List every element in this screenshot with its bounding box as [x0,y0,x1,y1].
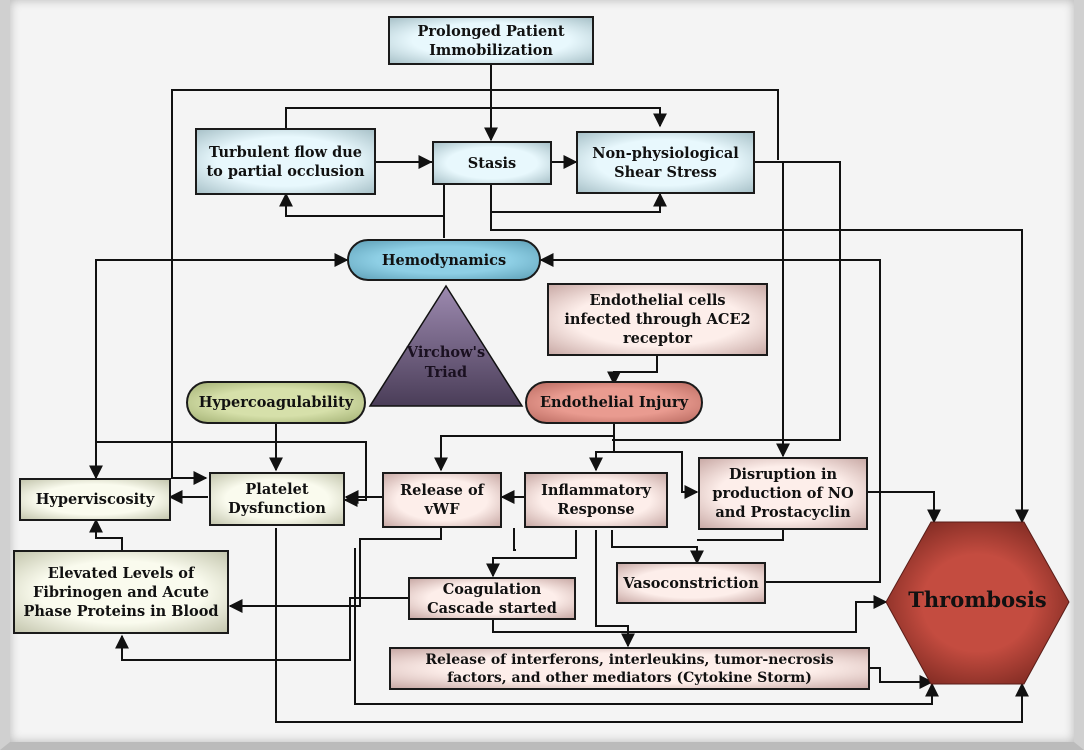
wire-no-vaso [697,530,784,541]
node-hemodynamics: Hemodynamics [347,239,541,281]
wire-coag-fib [115,597,408,661]
wire-inflam-fib [513,528,516,551]
wire-vwf-throm [354,548,939,705]
node-cytokine-storm: Release of interferons, interleukins, tu… [389,647,870,690]
wire-endo-no [614,451,699,499]
wire-inflam-vaso [611,530,704,565]
virchow-triad-label: Virchow's Triad [396,343,496,383]
wire-fib-hyperv [89,518,123,550]
node-vasoconstriction: Vasoconstriction [616,562,766,604]
wire-shear-hemo [612,161,841,441]
wire-ace2-endo [607,356,658,386]
node-inflammatory-response: Inflammatory Response [524,472,668,528]
virchow-triad-triangle [368,284,524,407]
node-ace2-infection: Endothelial cells infected through ACE2 … [547,283,768,356]
wire-no-thrombosis [868,491,941,524]
node-shear-stress: Non-physiological Shear Stress [576,131,755,194]
wire-vwf-fibrinogen [228,528,442,613]
node-hyperviscosity: Hyperviscosity [19,478,171,521]
wire-coag-throm [492,595,888,633]
wire-inflam-coag [486,530,577,578]
wire-stasis-shear-bottom [490,185,667,213]
node-endothelial-injury: Endothelial Injury [525,381,703,424]
wire-platelet-throm [275,528,1029,723]
wire-hemo-turb [279,192,445,238]
wire-vaso-hemo [539,253,881,583]
wire-inflam-cyto [595,530,635,648]
virchow-label-line2: Triad [424,364,468,381]
node-stasis: Stasis [432,141,552,185]
wire-immob-turb-shear [285,107,667,128]
virchow-label-line1: Virchow's [406,344,486,361]
node-release-vwf: Release of vWF [382,472,502,528]
node-prolonged-immobilization: Prolonged Patient Immobilization [388,16,594,65]
node-turbulent-flow: Turbulent flow due to partial occlusion [195,128,376,195]
wire-endo-inflam [589,436,615,472]
wire-stasis-thrombosis [490,212,1029,524]
thrombosis-label: Thrombosis [908,587,1047,612]
node-no-disruption: Disruption in production of NO and Prost… [698,457,868,530]
node-platelet-dysfunction: Platelet Dysfunction [209,472,345,526]
wire-immob-left [171,89,779,485]
node-coagulation-cascade: Coagulation Cascade started [408,577,576,620]
node-fibrinogen: Elevated Levels of Fibrinogen and Acute … [13,550,229,634]
wire-cyto-throm [870,667,934,689]
wire-endo-vwf [434,424,615,472]
node-hypercoagulability: Hypercoagulability [186,381,366,424]
wire-hemo-hyperv [89,259,347,480]
thrombosis-hexagon [885,521,1070,685]
